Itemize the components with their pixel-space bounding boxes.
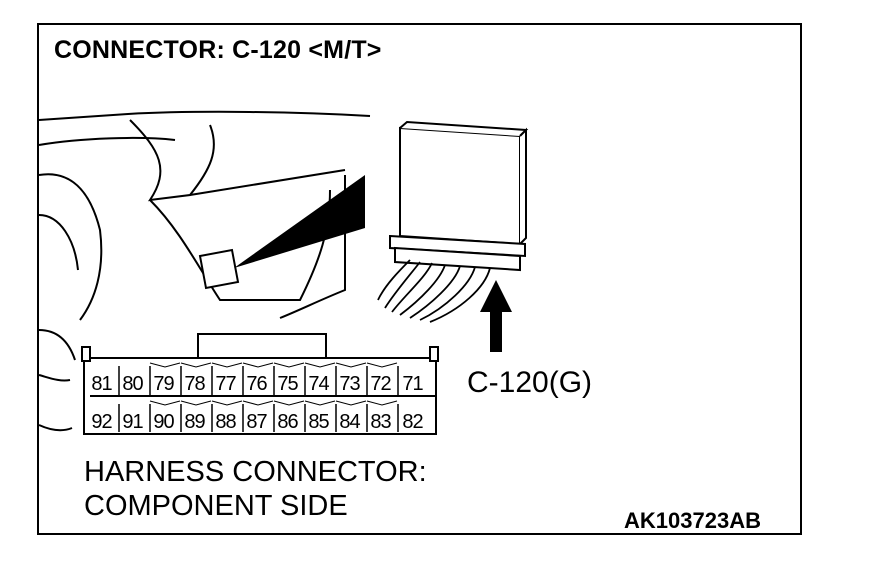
diagram-frame xyxy=(37,23,802,535)
caption-line-1: HARNESS CONNECTOR: xyxy=(84,456,427,488)
connector-title: CONNECTOR: C-120 <M/T> xyxy=(54,36,382,64)
pin-label: 85 xyxy=(308,411,329,433)
pin-label: 90 xyxy=(153,411,174,433)
pin-label: 75 xyxy=(277,373,298,395)
wire-harness xyxy=(377,259,491,323)
connector-id-label: C-120(G) xyxy=(467,366,593,399)
pin-dividers xyxy=(118,366,399,432)
pin-label: 82 xyxy=(402,411,423,433)
pin-label: 91 xyxy=(122,411,143,433)
pin-label: 77 xyxy=(215,373,236,395)
pointer-wedge xyxy=(234,175,365,268)
pin-label: 79 xyxy=(153,373,174,395)
pin-label: 76 xyxy=(246,373,267,395)
pin-label: 86 xyxy=(277,411,298,433)
pin-label: 84 xyxy=(339,411,360,433)
caption-line-2: COMPONENT SIDE xyxy=(84,490,348,522)
pin-label: 72 xyxy=(370,373,391,395)
pin-latch-marks xyxy=(149,362,398,406)
figure-code: AK103723AB xyxy=(624,508,761,533)
pin-label: 89 xyxy=(184,411,205,433)
pin-label: 87 xyxy=(246,411,267,433)
pin-label: 88 xyxy=(215,411,236,433)
caption: HARNESS CONNECTOR: COMPONENT SIDE xyxy=(84,455,427,523)
pin-label: 80 xyxy=(122,373,143,395)
pin-label: 83 xyxy=(370,411,391,433)
arrow-up-icon xyxy=(480,280,512,352)
pin-label: 73 xyxy=(339,373,360,395)
pin-label: 78 xyxy=(184,373,205,395)
pin-label: 81 xyxy=(91,373,112,395)
location-marker xyxy=(198,248,240,290)
pin-label: 74 xyxy=(308,373,329,395)
ecu-module xyxy=(389,120,529,272)
connector-face xyxy=(81,333,439,435)
pin-label: 92 xyxy=(91,411,112,433)
pin-label: 71 xyxy=(402,373,423,395)
